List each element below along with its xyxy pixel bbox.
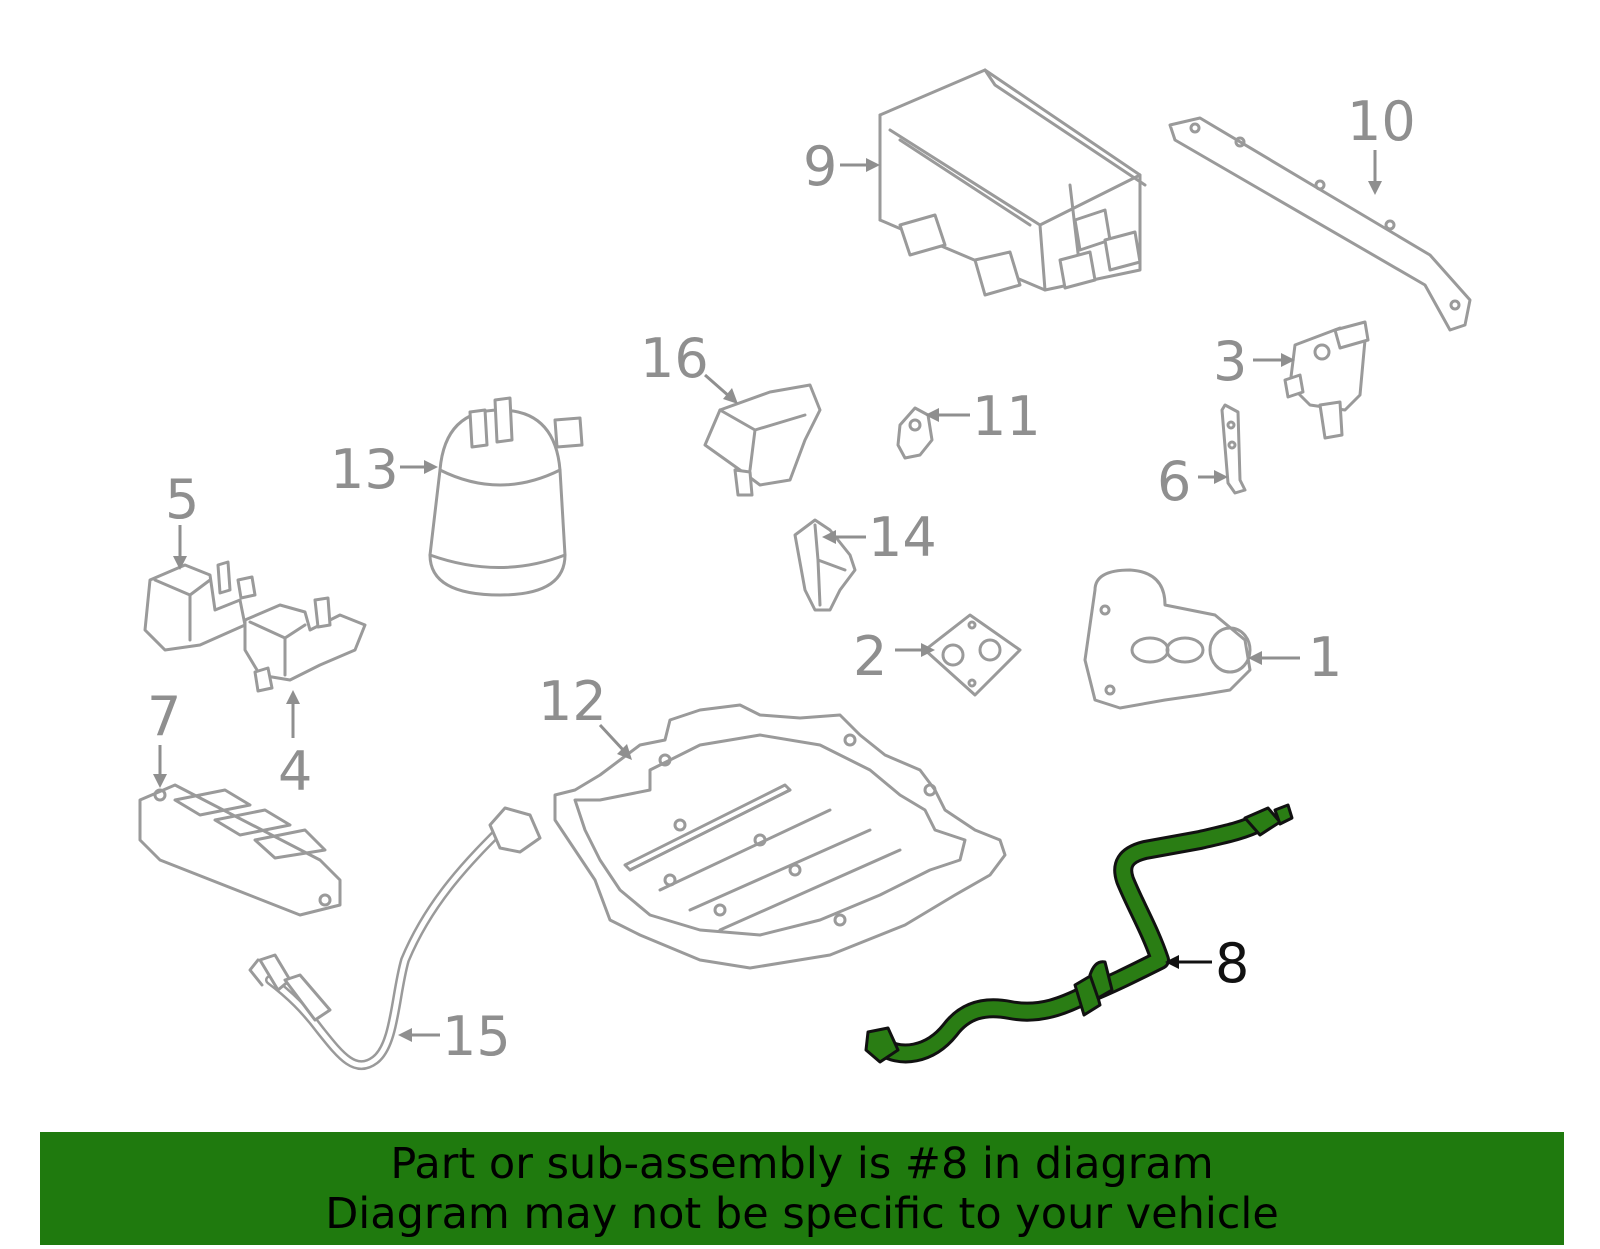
callout-15-arrowhead xyxy=(398,1028,412,1042)
callout-15-label: 15 xyxy=(442,1005,511,1068)
part-3-sensor[interactable] xyxy=(1283,320,1370,440)
callout-4-arrowhead xyxy=(286,690,300,704)
callout-2-arrowhead xyxy=(921,643,935,657)
callout-7: 7 xyxy=(147,685,181,788)
part-5-valve[interactable] xyxy=(143,560,257,652)
part-16-module[interactable] xyxy=(703,383,822,497)
callout-3: 3 xyxy=(1213,330,1295,393)
callout-8-arrowhead xyxy=(1165,955,1179,969)
callout-5-label: 5 xyxy=(165,468,199,531)
callout-3-arrowhead xyxy=(1281,353,1295,367)
callout-5: 5 xyxy=(165,468,199,570)
part-15-o2-sensor[interactable] xyxy=(248,806,542,1071)
callout-2: 2 xyxy=(853,625,935,688)
callout-9: 9 xyxy=(803,135,880,198)
callout-1: 1 xyxy=(1248,626,1342,689)
callout-16-arrowhead xyxy=(723,388,738,404)
part-7-relay-box[interactable] xyxy=(138,783,342,917)
callout-11: 11 xyxy=(925,385,1041,448)
callout-9-label: 9 xyxy=(803,135,837,198)
callout-14: 14 xyxy=(822,506,937,569)
part-8-pipe[interactable] xyxy=(864,803,1294,1064)
callout-7-arrowhead xyxy=(153,774,167,788)
callout-11-arrowhead xyxy=(925,408,939,422)
callout-1-label: 1 xyxy=(1308,626,1342,689)
callout-4: 4 xyxy=(278,690,312,803)
callout-6: 6 xyxy=(1157,450,1228,513)
callout-1-arrowhead xyxy=(1248,651,1262,665)
callout-5-arrowhead xyxy=(173,556,187,570)
callout-10-arrowhead xyxy=(1368,181,1382,195)
callout-11-label: 11 xyxy=(972,385,1041,448)
callout-8-label: 8 xyxy=(1215,932,1249,995)
callout-3-label: 3 xyxy=(1213,330,1247,393)
part-10-bracket[interactable] xyxy=(1168,116,1472,332)
part-13-filter[interactable] xyxy=(428,396,584,597)
callout-16: 16 xyxy=(640,327,738,404)
part-4-valve[interactable] xyxy=(243,596,367,693)
callout-10-label: 10 xyxy=(1347,90,1416,153)
info-banner: Part or sub-assembly is #8 in diagram Di… xyxy=(40,1132,1564,1245)
callout-12: 12 xyxy=(538,670,632,760)
callout-6-label: 6 xyxy=(1157,450,1191,513)
part-1-valve-body[interactable] xyxy=(1083,568,1252,710)
callout-7-label: 7 xyxy=(147,685,181,748)
part-6-bracket[interactable] xyxy=(1220,403,1247,495)
callout-14-label: 14 xyxy=(868,506,937,569)
callout-13: 13 xyxy=(330,438,438,501)
part-12-undertray[interactable] xyxy=(553,703,1007,970)
callout-13-arrowhead xyxy=(424,460,438,474)
callout-12-arrowhead xyxy=(617,744,632,760)
callout-15: 15 xyxy=(398,1005,511,1068)
banner-line-2: Diagram may not be specific to your vehi… xyxy=(325,1188,1279,1239)
callout-13-label: 13 xyxy=(330,438,399,501)
callout-10: 10 xyxy=(1347,90,1416,195)
callout-8: 8 xyxy=(1165,932,1249,995)
callout-12-leader xyxy=(598,723,627,754)
part-9-canister[interactable] xyxy=(878,68,1147,297)
callout-4-label: 4 xyxy=(278,740,312,803)
callout-14-arrowhead xyxy=(822,530,836,544)
callout-6-arrowhead xyxy=(1214,470,1228,484)
callout-12-label: 12 xyxy=(538,670,607,733)
callout-9-arrowhead xyxy=(866,158,880,172)
callout-2-label: 2 xyxy=(853,625,887,688)
callout-16-leader xyxy=(704,373,731,399)
part-11-clip[interactable] xyxy=(896,406,934,460)
part-2-gasket[interactable] xyxy=(923,613,1022,697)
banner-line-1: Part or sub-assembly is #8 in diagram xyxy=(390,1138,1214,1189)
part-14-bracket[interactable] xyxy=(793,518,857,612)
callout-16-label: 16 xyxy=(640,327,709,390)
